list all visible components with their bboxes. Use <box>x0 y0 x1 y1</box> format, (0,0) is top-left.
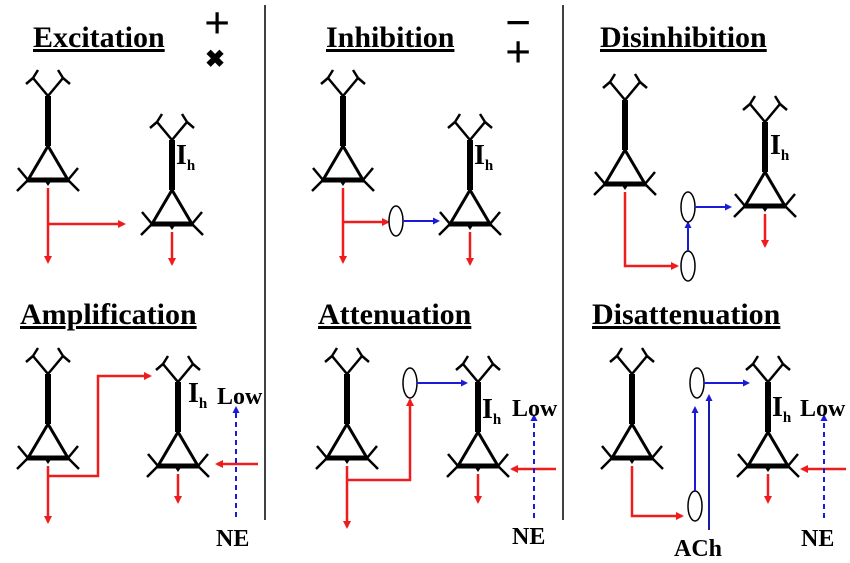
panel-inhibition: Inhibition − + Ih <box>312 0 531 266</box>
neuron-presynaptic <box>312 70 374 191</box>
low-label: Low <box>800 396 846 422</box>
ne-label: NE <box>216 526 249 552</box>
neuron-presynaptic <box>601 348 663 469</box>
ih-label: Ih <box>772 392 792 426</box>
ne-label: NE <box>512 524 545 550</box>
cross-sign-icon: ✖ <box>205 47 225 73</box>
interneuron-lower <box>680 250 696 282</box>
low-label: Low <box>217 384 263 410</box>
panel-attenuation: Attenuation Ih Low NE <box>316 298 558 550</box>
ach-label: ACh <box>674 536 722 562</box>
panel-title-disattenuation: Disattenuation <box>592 298 781 331</box>
ne-label: NE <box>801 526 834 552</box>
panel-excitation: Excitation + ✖ Ih <box>17 0 230 266</box>
minus-sign-icon: − <box>505 0 531 48</box>
panel-title-inhibition: Inhibition <box>326 21 455 54</box>
low-label: Low <box>512 396 558 422</box>
interneuron <box>402 367 418 399</box>
neuron-postsynaptic <box>147 356 209 477</box>
plus-sign-icon: + <box>204 0 230 48</box>
neuron-postsynaptic <box>439 114 501 235</box>
axon-red <box>623 192 679 270</box>
neuron-presynaptic <box>594 74 656 195</box>
panel-disattenuation: Disattenuation Ih ACh Low NE <box>592 298 846 562</box>
axon-red-branch <box>48 372 152 478</box>
ih-label: Ih <box>474 140 494 174</box>
neuron-presynaptic <box>17 348 79 469</box>
panel-amplification: Amplification Ih Low NE <box>17 298 263 552</box>
neuron-presynaptic <box>17 70 79 191</box>
plus-sign-icon: + <box>505 26 531 77</box>
panel-title-attenuation: Attenuation <box>318 298 472 331</box>
interneuron-upper <box>689 367 705 399</box>
panel-title-excitation: Excitation <box>33 21 165 54</box>
interneuron-upper <box>680 191 696 223</box>
panel-disinhibition: Disinhibition Ih <box>594 21 796 282</box>
neuron-postsynaptic <box>141 114 203 235</box>
interneuron-lower <box>687 490 703 522</box>
ih-label: Ih <box>770 130 790 164</box>
interneuron <box>388 205 404 237</box>
ih-label: Ih <box>188 378 208 412</box>
panel-title-amplification: Amplification <box>20 298 197 331</box>
axon-red <box>630 466 684 520</box>
ih-label: Ih <box>176 140 196 174</box>
panel-title-disinhibition: Disinhibition <box>600 21 767 54</box>
ih-label: Ih <box>482 394 502 428</box>
axon-red-branch <box>347 398 414 482</box>
neuron-presynaptic <box>316 348 378 469</box>
